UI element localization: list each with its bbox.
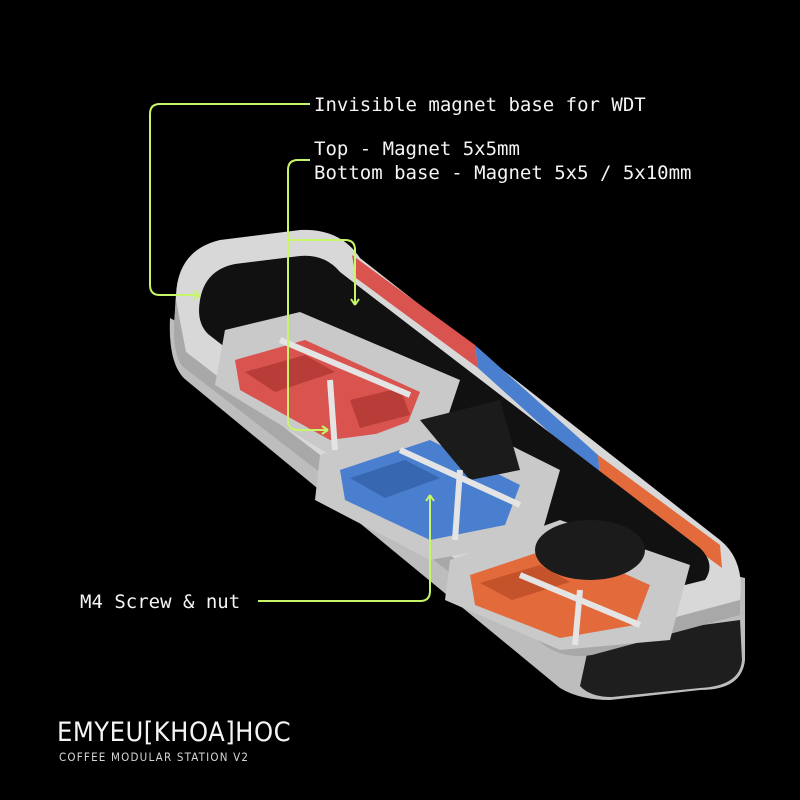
callout-screw: M4 Screw & nut xyxy=(80,591,241,613)
blue-module xyxy=(315,400,560,560)
callout-bottom-magnet: Bottom base - Magnet 5x5 / 5x10mm xyxy=(314,162,692,184)
callout-top-magnet: Top - Magnet 5x5mm xyxy=(314,138,520,160)
callout-wdt-base: Invisible magnet base for WDT xyxy=(314,94,646,116)
divider-ribs xyxy=(278,337,642,646)
brand-block: EMYEU[KHOA]HOC COFFEE MODULAR STATION V2 xyxy=(57,717,292,765)
brand-name: EMYEU[KHOA]HOC xyxy=(57,717,292,748)
brand-subtitle: COFFEE MODULAR STATION V2 xyxy=(59,750,250,764)
red-module xyxy=(215,312,460,455)
side-color-stripes xyxy=(352,255,722,568)
leader-lines xyxy=(149,103,435,602)
